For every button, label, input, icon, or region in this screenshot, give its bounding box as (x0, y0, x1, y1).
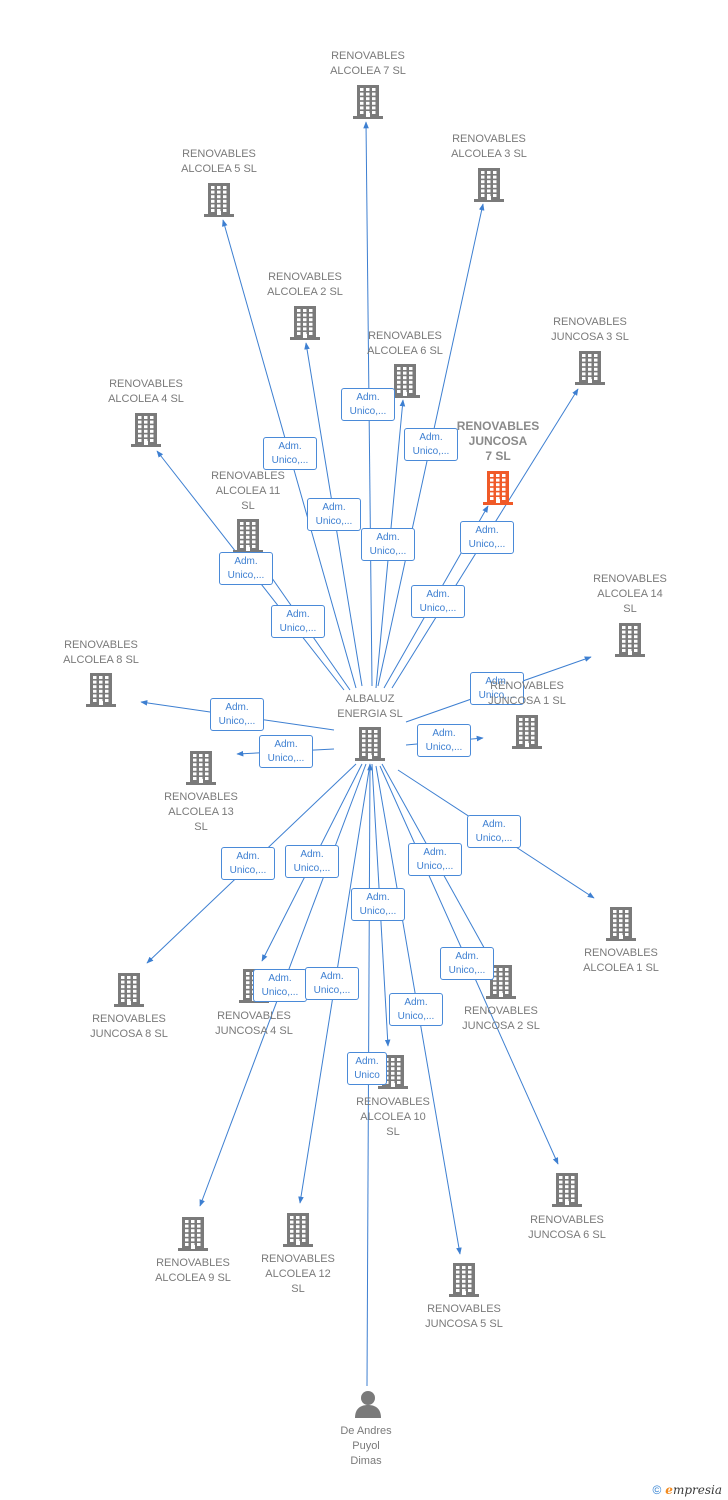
company-label-alcolea5[interactable]: RENOVABLES ALCOLEA 5 SL (181, 148, 257, 175)
building-icon[interactable] (353, 85, 383, 119)
relation-badge-alcolea14[interactable]: Adm. Unico,... (470, 672, 524, 705)
building-icon[interactable] (486, 965, 516, 999)
building-icon[interactable] (390, 364, 420, 398)
person-label[interactable]: De Andres Puyol Dimas (340, 1425, 392, 1467)
building-icon[interactable] (483, 471, 513, 505)
relation-badge-alcolea2[interactable]: Adm. Unico,... (307, 498, 361, 531)
relation-badge-juncosa1[interactable]: Adm. Unico,... (417, 724, 471, 757)
company-label-juncosa7[interactable]: RENOVABLES JUNCOSA 7 SL (456, 419, 540, 463)
company-label-juncosa8[interactable]: RENOVABLES JUNCOSA 8 SL (90, 1013, 168, 1040)
relation-badge-alcolea11[interactable]: Adm. Unico,... (271, 605, 325, 638)
building-icon[interactable] (283, 1213, 313, 1247)
building-icon[interactable] (114, 973, 144, 1007)
company-label-alcolea8[interactable]: RENOVABLES ALCOLEA 8 SL (63, 639, 139, 666)
company-label-alcolea13[interactable]: RENOVABLES ALCOLEA 13 SL (164, 791, 238, 833)
company-label-juncosa6[interactable]: RENOVABLES JUNCOSA 6 SL (528, 1214, 606, 1241)
company-label-alcolea14[interactable]: RENOVABLES ALCOLEA 14 SL (593, 573, 667, 615)
company-label-alcolea7[interactable]: RENOVABLES ALCOLEA 7 SL (330, 50, 406, 77)
logo-initial: e (665, 1483, 673, 1497)
building-icon[interactable] (233, 519, 263, 553)
building-icon[interactable] (606, 907, 636, 941)
relation-badge-alcolea7[interactable]: Adm. Unico,... (341, 388, 395, 421)
relation-badge-alcolea8[interactable]: Adm. Unico,... (210, 698, 264, 731)
building-icon[interactable] (552, 1173, 582, 1207)
copyright-symbol: © (652, 1483, 662, 1497)
relation-badge-juncosa2[interactable]: Adm. Unico,... (408, 843, 462, 876)
footer-brand: ©empresia (652, 1483, 722, 1497)
relation-badge-alcolea6[interactable]: Adm. Unico,... (361, 528, 415, 561)
company-label-juncosa4[interactable]: RENOVABLES JUNCOSA 4 SL (215, 1010, 293, 1037)
relation-badge-alcolea12[interactable]: Adm. Unico,... (305, 967, 359, 1000)
relation-badge-juncosa8[interactable]: Adm. Unico,... (221, 847, 275, 880)
empresia-logo: empresia (665, 1483, 722, 1497)
building-icon[interactable] (355, 727, 385, 761)
relation-badge-alcolea5[interactable]: Adm. Unico,... (263, 437, 317, 470)
relation-badge-juncosa6[interactable]: Adm. Unico,... (440, 947, 494, 980)
building-icon[interactable] (512, 715, 542, 749)
building-icon[interactable] (178, 1217, 208, 1251)
building-icon[interactable] (131, 413, 161, 447)
building-icon[interactable] (575, 351, 605, 385)
building-icon[interactable] (204, 183, 234, 217)
relation-badge-alcolea4[interactable]: Adm. Unico,... (219, 552, 273, 585)
relation-badge-juncosa3[interactable]: Adm. Unico,... (460, 521, 514, 554)
relation-badge-alcolea1[interactable]: Adm. Unico,... (467, 815, 521, 848)
company-label-alcolea9[interactable]: RENOVABLES ALCOLEA 9 SL (155, 1257, 231, 1284)
company-label-alcolea6[interactable]: RENOVABLES ALCOLEA 6 SL (367, 330, 443, 357)
company-label-alcolea12[interactable]: RENOVABLES ALCOLEA 12 SL (261, 1253, 335, 1295)
company-label-alcolea1[interactable]: RENOVABLES ALCOLEA 1 SL (583, 947, 659, 974)
relation-badge-person[interactable]: Adm. Unico (347, 1052, 387, 1085)
relation-badge-juncosa4[interactable]: Adm. Unico,... (285, 845, 339, 878)
building-icon[interactable] (615, 623, 645, 657)
building-icon[interactable] (290, 306, 320, 340)
relation-badge-alcolea9[interactable]: Adm. Unico,... (253, 969, 307, 1002)
company-label-alcolea11[interactable]: RENOVABLES ALCOLEA 11 SL (211, 470, 285, 512)
relation-badge-alcolea13[interactable]: Adm. Unico,... (259, 735, 313, 768)
relation-badge-alcolea3[interactable]: Adm. Unico,... (404, 428, 458, 461)
company-label-juncosa3[interactable]: RENOVABLES JUNCOSA 3 SL (551, 316, 629, 343)
building-icon[interactable] (86, 673, 116, 707)
company-label-juncosa2[interactable]: RENOVABLES JUNCOSA 2 SL (462, 1005, 540, 1032)
center-company-label[interactable]: ALBALUZ ENERGIA SL (337, 693, 403, 720)
relation-badge-alcolea10[interactable]: Adm. Unico,... (351, 888, 405, 921)
company-label-juncosa5[interactable]: RENOVABLES JUNCOSA 5 SL (425, 1303, 503, 1330)
relation-badge-juncosa7[interactable]: Adm. Unico,... (411, 585, 465, 618)
logo-text: mpresia (672, 1483, 722, 1497)
company-label-alcolea4[interactable]: RENOVABLES ALCOLEA 4 SL (108, 378, 184, 405)
building-icon[interactable] (449, 1263, 479, 1297)
company-label-alcolea10[interactable]: RENOVABLES ALCOLEA 10 SL (356, 1096, 430, 1138)
company-label-alcolea3[interactable]: RENOVABLES ALCOLEA 3 SL (451, 133, 527, 160)
person-icon[interactable] (355, 1391, 381, 1418)
building-icon[interactable] (474, 168, 504, 202)
relation-badge-juncosa5[interactable]: Adm. Unico,... (389, 993, 443, 1026)
company-label-alcolea2[interactable]: RENOVABLES ALCOLEA 2 SL (267, 271, 343, 298)
building-icon[interactable] (186, 751, 216, 785)
company-label-juncosa1[interactable]: RENOVABLES JUNCOSA 1 SL (488, 680, 566, 707)
